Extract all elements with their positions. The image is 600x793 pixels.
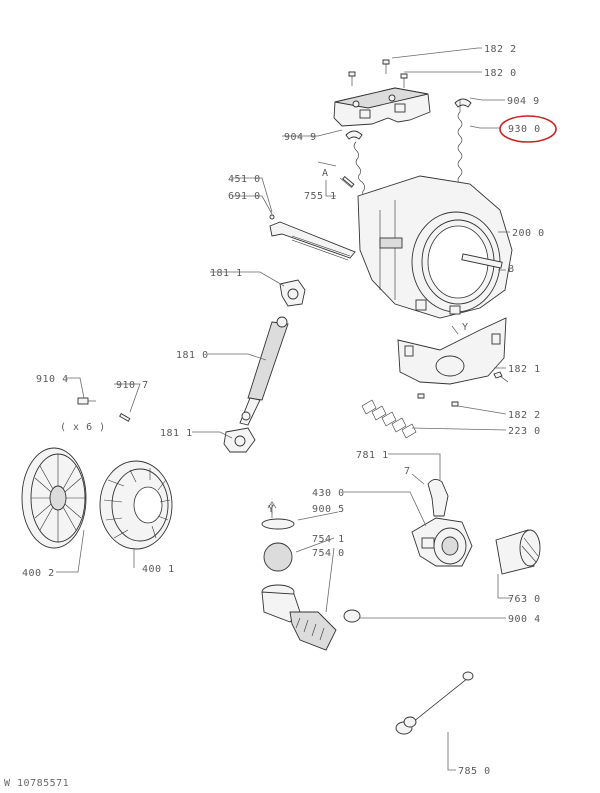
label-785-0: 785 0 bbox=[458, 766, 491, 777]
sump-hose-754-0 bbox=[261, 584, 337, 651]
filter-763-0 bbox=[495, 529, 541, 575]
ball-754-1 bbox=[263, 542, 293, 572]
screw-910-4 bbox=[77, 397, 96, 405]
screw-182-2-top bbox=[348, 59, 408, 88]
label-Y-pump: Y bbox=[268, 504, 275, 515]
hose-785-0 bbox=[395, 671, 474, 735]
label-451-0: 451 0 bbox=[228, 174, 261, 185]
footer-code: W 10785571 bbox=[4, 778, 69, 789]
label-x6: ( x 6 ) bbox=[60, 422, 106, 433]
label-430-0: 430 0 bbox=[312, 488, 345, 499]
heater-451-0 bbox=[269, 214, 356, 261]
label-182-2-bottom: 182 2 bbox=[508, 410, 541, 421]
highlight-ring bbox=[499, 115, 557, 143]
label-181-1-bottom: 181 1 bbox=[160, 428, 193, 439]
bottom-counterweight-182-1 bbox=[397, 317, 507, 385]
label-7: 7 bbox=[404, 466, 411, 477]
label-B: B bbox=[508, 264, 515, 275]
label-181-0: 181 0 bbox=[176, 350, 209, 361]
top-bracket-182-0 bbox=[333, 87, 431, 127]
label-223-0: 223 0 bbox=[508, 426, 541, 437]
shock-absorber-181-0 bbox=[239, 316, 289, 426]
belt-cover-400-1 bbox=[99, 460, 173, 550]
label-200-0: 200 0 bbox=[512, 228, 545, 239]
label-181-1-top: 181 1 bbox=[210, 268, 243, 279]
spring-pads-223-0 bbox=[361, 399, 417, 439]
label-182-0: 182 0 bbox=[484, 68, 517, 79]
tub-200-0 bbox=[357, 175, 513, 319]
label-A: A bbox=[322, 168, 329, 179]
drain-pump-430-0 bbox=[411, 479, 473, 567]
label-754-1: 754 1 bbox=[312, 534, 345, 545]
label-754-0: 754 0 bbox=[312, 548, 345, 559]
label-910-4: 910 4 bbox=[36, 374, 69, 385]
label-182-2-top: 182 2 bbox=[484, 44, 517, 55]
label-182-1: 182 1 bbox=[508, 364, 541, 375]
pin-755-1 bbox=[339, 175, 355, 189]
label-755-1: 755 1 bbox=[304, 191, 337, 202]
shock-bracket-181-1-top bbox=[279, 279, 306, 307]
label-900-4: 900 4 bbox=[508, 614, 541, 625]
leader-lines bbox=[56, 47, 512, 771]
hose-clamp-900-4 bbox=[343, 609, 361, 623]
shock-bracket-181-1-bottom bbox=[223, 427, 256, 453]
pin-910-7 bbox=[119, 413, 131, 422]
pulley-400-2 bbox=[21, 447, 87, 549]
label-900-5: 900 5 bbox=[312, 504, 345, 515]
screw-182-bottom bbox=[417, 371, 509, 407]
label-904-9-right: 904 9 bbox=[507, 96, 540, 107]
seal-900-5 bbox=[261, 518, 295, 530]
label-781-1: 781 1 bbox=[356, 450, 389, 461]
label-904-9-left: 904 9 bbox=[284, 132, 317, 143]
label-400-2: 400 2 bbox=[22, 568, 55, 579]
label-910-7: 910 7 bbox=[116, 380, 149, 391]
label-930-0: 930 0 bbox=[508, 124, 541, 135]
label-691-0: 691 0 bbox=[228, 191, 261, 202]
label-400-1: 400 1 bbox=[142, 564, 175, 575]
label-763-0: 763 0 bbox=[508, 594, 541, 605]
label-Y-tub: Y bbox=[462, 322, 469, 333]
